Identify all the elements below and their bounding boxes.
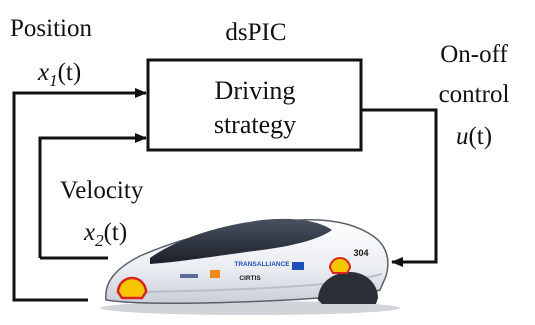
control-label-line2: control [439, 81, 510, 108]
sponsor-text-1: TRANSALLIANCE [234, 261, 290, 268]
velocity-var-symbol: x [83, 219, 95, 246]
block-title-line2: strategy [214, 110, 296, 139]
position-var-argument: (t) [58, 59, 82, 86]
solar-car-image: TRANSALLIANCE CIRTIS 304 [100, 218, 400, 315]
shell-logo-side [328, 257, 352, 274]
control-var-argument: (t) [468, 123, 492, 150]
car-shadow [100, 301, 400, 315]
sponsor-text-2: CIRTIS [239, 275, 261, 282]
controller-label: dsPIC [225, 19, 286, 46]
control-variable: u(t) [456, 123, 492, 150]
car-canopy [150, 218, 332, 264]
block-title-line1: Driving [215, 76, 296, 105]
car-wheel [318, 272, 378, 304]
shell-logo-front [116, 276, 148, 300]
position-label: Position [10, 15, 92, 42]
position-variable: x1(t) [37, 59, 81, 90]
decal-blue [292, 262, 304, 270]
car-number: 304 [353, 248, 368, 258]
control-label-line1: On-off [440, 41, 508, 68]
control-output-arrow [361, 108, 438, 267]
position-var-subscript: 1 [49, 71, 58, 90]
velocity-var-subscript: 2 [95, 231, 104, 250]
velocity-variable: x2(t) [83, 219, 127, 250]
position-feedback-arrow [12, 88, 147, 302]
velocity-feedback-arrow [38, 133, 147, 246]
velocity-label: Velocity [60, 177, 144, 204]
sponsor-patch [210, 270, 220, 278]
decal-strip [180, 274, 198, 278]
car-body [105, 218, 389, 305]
position-var-symbol: x [37, 59, 49, 86]
driving-strategy-block [146, 58, 363, 152]
velocity-var-argument: (t) [104, 219, 128, 246]
control-var-symbol: u [456, 123, 469, 150]
